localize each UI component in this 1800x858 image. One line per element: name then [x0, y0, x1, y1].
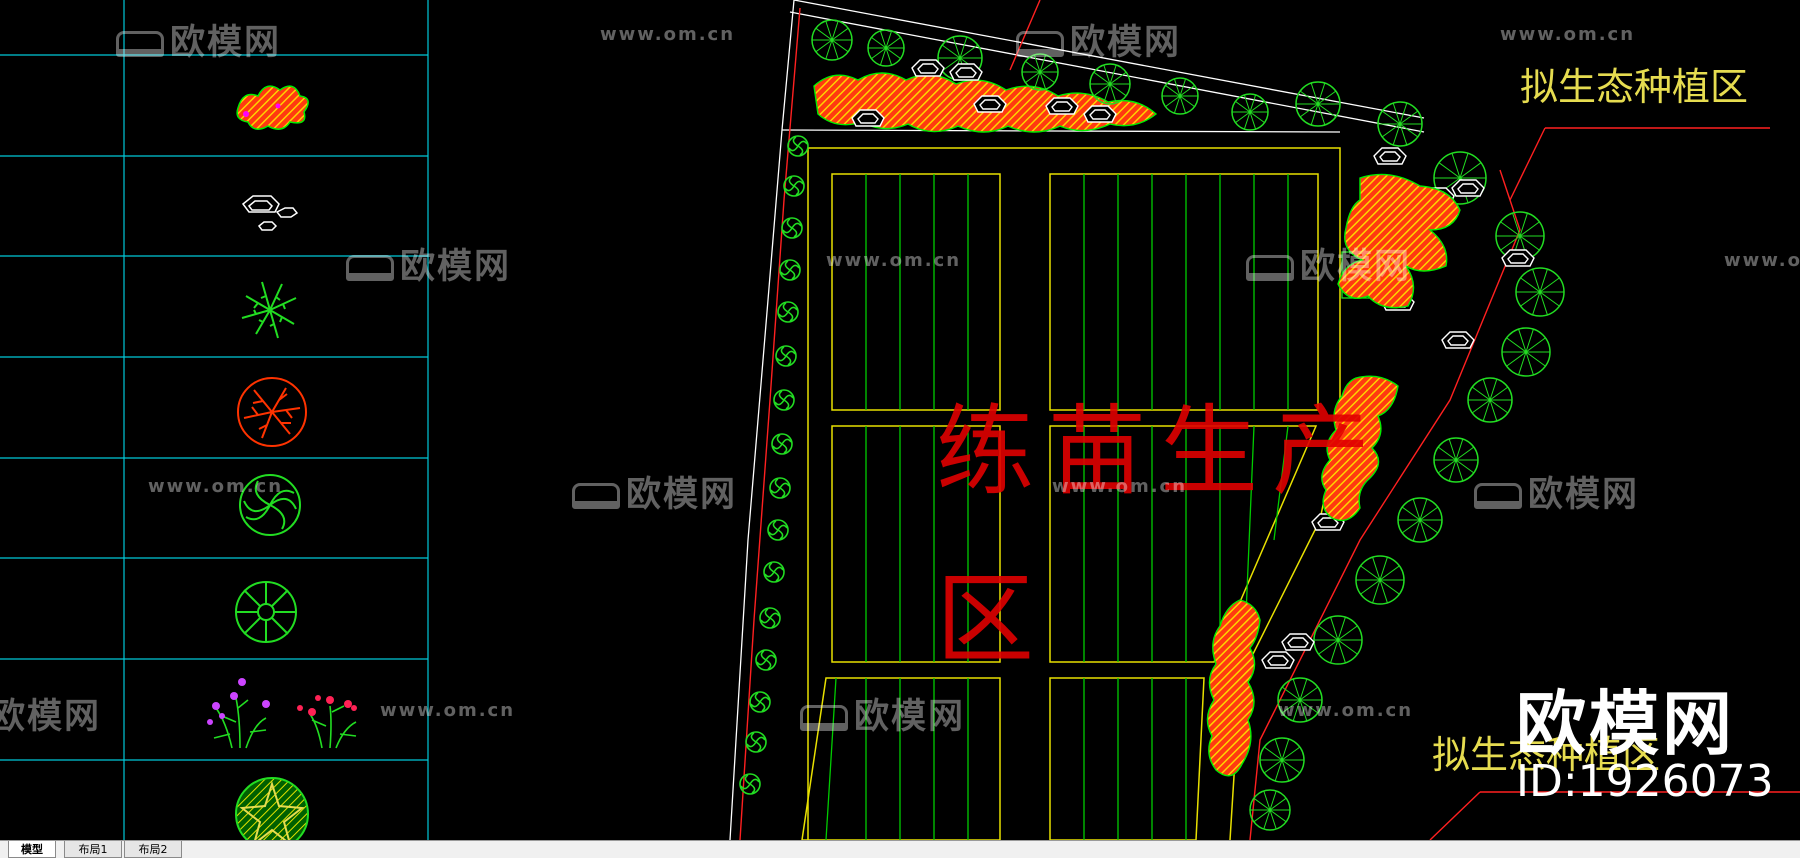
hatched-shrub-cluster-icon	[236, 85, 309, 130]
watermark-url: www.om.cn	[1500, 24, 1636, 45]
tree-canopy-icon	[867, 29, 905, 67]
rock-icon	[1501, 249, 1535, 267]
cad-drawing-canvas[interactable]	[0, 0, 1800, 840]
watermark-url: www.om.cn	[1278, 700, 1414, 721]
sofa-logo-icon	[116, 31, 164, 57]
watermark-url: www.om.cn	[600, 24, 736, 45]
pinwheel-shrub-icon	[787, 135, 809, 157]
pinwheel-shrub-icon	[749, 691, 771, 713]
road-edge	[729, 0, 1425, 840]
tree-canopy-icon	[1277, 677, 1323, 723]
pinwheel-shrub-icon	[783, 175, 805, 197]
watermark-brand: 欧模网	[1474, 466, 1639, 517]
pinwheel-shrub-icon	[773, 389, 795, 411]
tree-canopy-icon	[1377, 101, 1423, 147]
rock-icon	[973, 95, 1007, 113]
rock-cluster-icon	[241, 195, 299, 231]
sofa-logo-icon	[346, 255, 394, 281]
watermark-brand: 欧模网	[116, 14, 281, 65]
watermark-brand: 欧模网	[800, 688, 965, 739]
watermark-url: www.om.cn	[380, 700, 516, 721]
watermark-url: www.om.cn	[826, 250, 962, 271]
pinwheel-shrub-icon	[771, 433, 793, 455]
watermark-brand: 欧模网	[346, 238, 511, 289]
tree-canopy-group	[811, 19, 1565, 831]
pinwheel-shrub-icon	[763, 561, 785, 583]
hatched-star-tree-icon	[235, 777, 309, 840]
tab-layout-2[interactable]: 布局2	[124, 841, 182, 858]
tree-canopy-icon	[1161, 77, 1199, 115]
pinwheel-shrub-icon	[759, 607, 781, 629]
watermark-url: www.om.cn	[148, 476, 284, 497]
rock-icon	[911, 59, 945, 77]
pinwheel-shrub-icon	[745, 731, 767, 753]
pinwheel-tree-icon	[239, 474, 301, 536]
tree-canopy-icon	[1249, 789, 1291, 831]
brand-watermark-id: ID:1926073	[1516, 756, 1774, 807]
tree-canopy-icon	[1397, 497, 1443, 543]
watermark-url: www.om.cn	[1724, 250, 1800, 271]
sofa-logo-icon	[1016, 31, 1064, 57]
legend-table-grid	[0, 0, 429, 840]
site-boundary	[739, 0, 1800, 840]
rock-icon	[851, 109, 885, 127]
planting-zone-label-top: 拟生态种植区	[1520, 65, 1749, 109]
pinwheel-shrub-icon	[769, 477, 791, 499]
pinwheel-shrub-icon	[775, 345, 797, 367]
pinwheel-shrub-icon	[777, 301, 799, 323]
flowering-plants-icon	[207, 678, 357, 749]
tree-canopy-icon	[1467, 377, 1513, 423]
watermark-brand: 欧模网	[1246, 238, 1411, 289]
tree-canopy-icon	[1231, 93, 1269, 131]
watermark-brand: 欧模网	[572, 466, 737, 517]
pinwheel-shrub-icon	[755, 649, 777, 671]
pinwheel-shrub-icon	[781, 217, 803, 239]
brand-watermark-title: 欧模网	[1516, 683, 1735, 765]
planting-zone-label-bottom: 拟生态种植区	[1432, 733, 1661, 777]
rock-icon	[1441, 331, 1475, 349]
tree-canopy-icon	[1295, 81, 1341, 127]
sofa-logo-icon	[572, 483, 620, 509]
rock-icon	[1451, 179, 1485, 197]
tree-canopy-icon	[1021, 53, 1059, 91]
tree-canopy-icon	[811, 19, 853, 61]
rock-icon	[1373, 147, 1407, 165]
pinwheel-shrub-icon	[779, 259, 801, 281]
tree-canopy-icon	[1433, 437, 1479, 483]
pinwheel-shrub-icon	[739, 773, 761, 795]
watermark-brand: 欧模网	[0, 697, 102, 737]
radial-tree-icon	[235, 581, 297, 643]
watermark-url: www.om.cn	[1052, 476, 1188, 497]
red-tree-icon	[237, 377, 307, 447]
tab-model[interactable]: 模型	[8, 841, 56, 858]
rock-icon	[1045, 97, 1079, 115]
production-zone-label: 练苗生产	[936, 395, 1385, 509]
tree-canopy-icon	[1313, 615, 1363, 665]
tree-canopy-icon	[1089, 63, 1131, 105]
sofa-logo-icon	[800, 705, 848, 731]
tree-canopy-icon	[1259, 737, 1305, 783]
layout-tab-bar: 模型 布局1 布局2	[0, 840, 1800, 858]
rock-icon	[949, 63, 983, 81]
tree-canopy-icon	[1355, 555, 1405, 605]
tab-layout-1[interactable]: 布局1	[64, 841, 122, 858]
rock-icon	[1261, 651, 1295, 669]
rock-icon	[1281, 633, 1315, 651]
right-planting-strip	[1206, 173, 1461, 777]
sofa-logo-icon	[1474, 483, 1522, 509]
pinwheel-shrub-row	[739, 135, 809, 795]
pinwheel-shrub-icon	[767, 519, 789, 541]
rock-icon	[1083, 105, 1117, 123]
sofa-logo-icon	[1246, 255, 1294, 281]
watermark-brand: 欧模网	[1016, 14, 1181, 65]
tree-canopy-icon	[1515, 267, 1565, 317]
production-zone-label-suffix: 区	[936, 563, 1035, 677]
fern-palm-icon	[241, 281, 297, 339]
tree-canopy-icon	[1501, 327, 1551, 377]
